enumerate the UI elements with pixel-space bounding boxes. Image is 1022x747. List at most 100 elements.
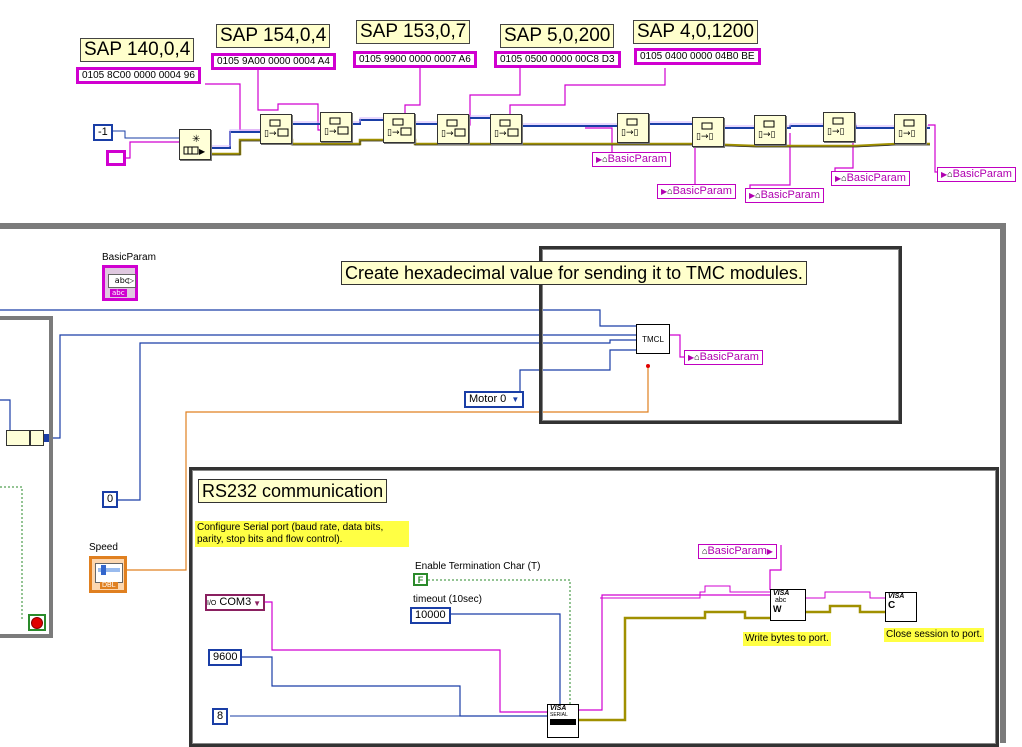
- initialize-array-node[interactable]: ✳ ▶: [179, 129, 211, 160]
- svg-text:▯→: ▯→: [441, 129, 454, 139]
- arrow-icon: ▶: [688, 353, 695, 362]
- index-array-node-4[interactable]: ▯→▯: [823, 112, 855, 142]
- array-icon: ▯→: [324, 117, 349, 137]
- home-icon: ⌂: [667, 186, 673, 196]
- sap-label-2: SAP 154,0,4: [216, 24, 331, 48]
- tmc-comment: Create hexadecimal value for sending it …: [341, 261, 807, 285]
- timeout-constant[interactable]: 10000: [410, 607, 451, 624]
- svg-text:▶: ▶: [199, 147, 206, 156]
- array-icon: ▯→: [387, 118, 412, 138]
- hex-constant-4[interactable]: 0105 0500 0000 00C8 D3: [494, 51, 621, 68]
- baud-rate-constant[interactable]: 9600: [208, 649, 243, 666]
- hex-constant-1[interactable]: 0105 8C00 0000 0004 96: [76, 67, 201, 84]
- dropdown-icon: ▼: [253, 599, 261, 608]
- arrow-icon: ▶: [749, 191, 756, 200]
- array-node-left[interactable]: [6, 430, 30, 446]
- home-icon: ⌂: [841, 173, 847, 183]
- visa-text: VISA: [773, 590, 790, 597]
- svg-text:▯→▯: ▯→▯: [758, 130, 775, 140]
- false-constant[interactable]: F: [413, 573, 428, 586]
- dropdown-icon: ▼: [511, 395, 520, 404]
- array-icon: ▯→: [494, 119, 519, 139]
- tmc-structure[interactable]: [539, 246, 902, 424]
- array-icon: ▯→▯: [827, 117, 844, 137]
- speed-control-terminal[interactable]: DBL: [89, 556, 127, 593]
- basicparam-control-terminal[interactable]: abc ▷ abc: [102, 265, 138, 301]
- rs232-structure[interactable]: [189, 467, 999, 747]
- home-icon: ⌂: [947, 169, 953, 179]
- hex-constant-3[interactable]: 0105 9900 0000 0007 A6: [353, 51, 477, 68]
- index-array-node-3[interactable]: ▯→▯: [754, 115, 786, 145]
- stop-button[interactable]: [28, 614, 46, 631]
- array-icon: ▯→: [441, 119, 466, 139]
- minus-one-constant[interactable]: -1: [93, 124, 113, 141]
- sap-label-3: SAP 153,0,7: [356, 20, 471, 44]
- arrow-icon: ▶: [766, 547, 773, 556]
- com-port-constant[interactable]: I/O COM3 ▼: [205, 594, 265, 611]
- hex-constant-5[interactable]: 0105 0400 0000 04B0 BE: [634, 48, 761, 65]
- outer-loop-right-border: [1000, 223, 1006, 743]
- write-letter: W: [773, 604, 782, 614]
- empty-string-constant[interactable]: [106, 150, 126, 166]
- abc-text: abc: [775, 597, 787, 604]
- svg-text:✳: ✳: [192, 134, 200, 145]
- close-letter: C: [888, 600, 896, 611]
- array-icon: ▯→▯: [758, 120, 775, 140]
- home-icon: ⌂: [602, 154, 608, 164]
- local-label: BasicParam: [707, 545, 767, 557]
- home-icon: ⌂: [755, 190, 761, 200]
- com-port-value: COM3: [219, 596, 252, 608]
- svg-text:▯→: ▯→: [387, 128, 400, 138]
- motor-ring-value: Motor 0: [469, 393, 507, 405]
- arrow-icon: ▶: [596, 155, 603, 164]
- array-icon: ▯→▯: [696, 122, 713, 142]
- and-node[interactable]: [30, 430, 44, 446]
- outer-loop-top-border: [0, 223, 1004, 229]
- basicparam-local-5[interactable]: ▶⌂BasicParam: [937, 167, 1016, 182]
- visa-close-node[interactable]: VISA C: [885, 592, 917, 622]
- array-icon: ▯→: [264, 119, 289, 139]
- insert-array-node-2[interactable]: ▯→: [320, 112, 352, 142]
- visa-configure-node[interactable]: VISA SERIAL: [547, 704, 579, 738]
- configure-comment: Configure Serial port (baud rate, data b…: [195, 521, 409, 547]
- insert-array-node-4[interactable]: ▯→: [437, 114, 469, 144]
- svg-text:▯→▯: ▯→▯: [898, 129, 915, 139]
- zero-constant[interactable]: 0: [102, 491, 119, 508]
- local-label: BasicParam: [607, 153, 667, 165]
- index-array-node-5[interactable]: ▯→▯: [894, 114, 926, 144]
- basicparam-local-3[interactable]: ▶⌂BasicParam: [745, 188, 824, 203]
- insert-array-node-5[interactable]: ▯→: [490, 114, 522, 144]
- tunnel-terminal: [44, 434, 52, 442]
- data-bits-constant[interactable]: 8: [212, 708, 229, 725]
- basicparam-local-4[interactable]: ▶⌂BasicParam: [831, 171, 910, 186]
- basicparam-local-tmc[interactable]: ▶⌂BasicParam: [684, 350, 763, 365]
- stop-icon: [31, 616, 43, 629]
- sap-label-4: SAP 5,0,200: [500, 24, 615, 48]
- motor-ring-constant[interactable]: Motor 0 ▼: [464, 391, 525, 408]
- visa-write-node[interactable]: VISA abc W: [770, 589, 806, 621]
- arrow-icon: ▶: [835, 174, 842, 183]
- speed-label: Speed: [89, 542, 118, 553]
- local-label: BasicParam: [699, 351, 759, 363]
- tmcl-subvi[interactable]: TMCL: [636, 324, 670, 354]
- write-comment: Write bytes to port.: [743, 632, 831, 646]
- insert-array-node-1[interactable]: ▯→: [260, 114, 292, 144]
- close-comment: Close session to port.: [884, 628, 985, 642]
- arrow-icon: ▶: [661, 187, 668, 196]
- home-icon: ⌂: [702, 546, 708, 556]
- serial-text: SERIAL: [550, 712, 568, 718]
- hex-constant-2[interactable]: 0105 9A00 0000 0004 A4: [211, 53, 336, 70]
- basicparam-local-2[interactable]: ▶⌂BasicParam: [657, 184, 736, 199]
- local-label: BasicParam: [672, 185, 732, 197]
- basicparam-local-1[interactable]: ▶⌂BasicParam: [592, 152, 671, 167]
- basicparam-local-bottom[interactable]: ⌂BasicParam▶: [698, 544, 777, 559]
- insert-array-node-3[interactable]: ▯→: [383, 113, 415, 143]
- svg-text:▯→▯: ▯→▯: [621, 128, 638, 138]
- control-type-text: abc: [108, 274, 136, 288]
- index-array-node-2[interactable]: ▯→▯: [692, 117, 724, 147]
- inner-loop-structure[interactable]: [0, 316, 53, 638]
- arrow-icon: ▶: [941, 170, 948, 179]
- index-array-node-1[interactable]: ▯→▯: [617, 113, 649, 143]
- enable-term-label: Enable Termination Char (T): [415, 561, 541, 572]
